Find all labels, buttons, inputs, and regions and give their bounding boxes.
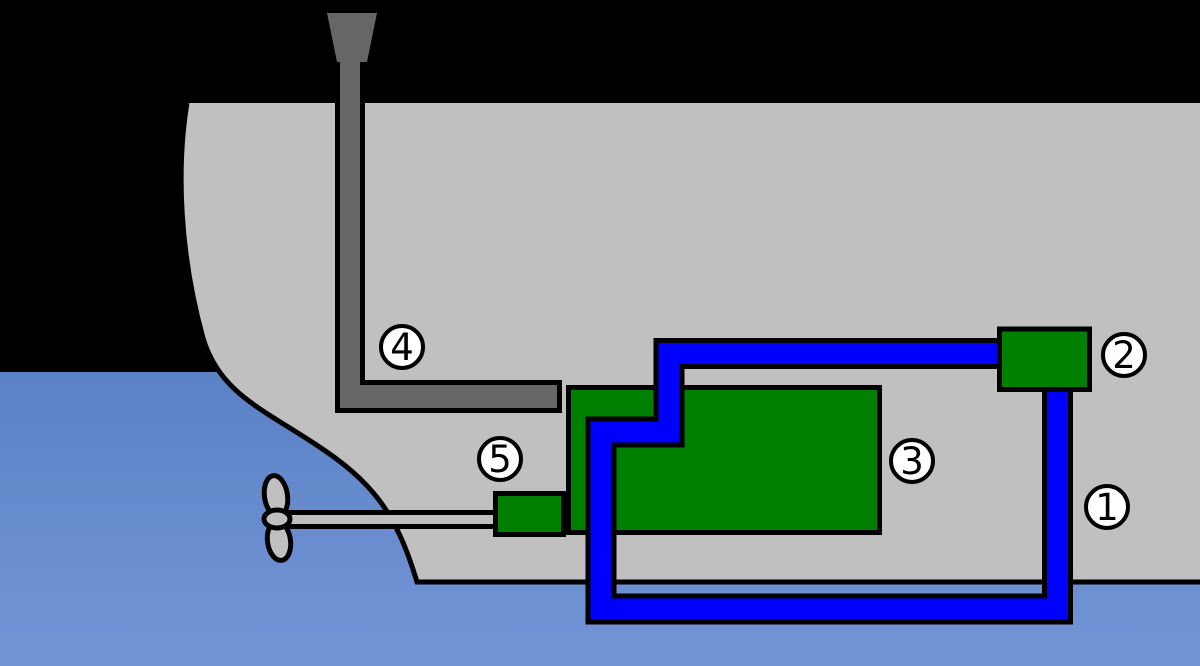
label-5-text: 5 <box>488 437 512 481</box>
label-marker-1: 1 <box>1084 484 1130 530</box>
heat-exchanger-block <box>997 326 1092 392</box>
exhaust-stack <box>340 55 360 408</box>
engine-block <box>566 385 882 535</box>
exhaust-funnel-cap <box>327 13 377 62</box>
propeller-shaft <box>278 515 498 524</box>
exhaust-duct <box>340 385 557 408</box>
label-2-text: 2 <box>1112 333 1136 377</box>
label-marker-3: 3 <box>889 438 935 484</box>
label-marker-4: 4 <box>379 324 425 370</box>
label-4-text: 4 <box>390 325 414 369</box>
cooling-pipe <box>590 343 1068 620</box>
label-marker-2: 2 <box>1101 332 1147 378</box>
label-1-text: 1 <box>1095 485 1119 529</box>
label-3-text: 3 <box>900 439 924 483</box>
hull-outline <box>178 102 1200 585</box>
gearbox-block <box>493 491 566 537</box>
label-marker-5: 5 <box>477 436 523 482</box>
propeller-hub <box>261 507 293 531</box>
